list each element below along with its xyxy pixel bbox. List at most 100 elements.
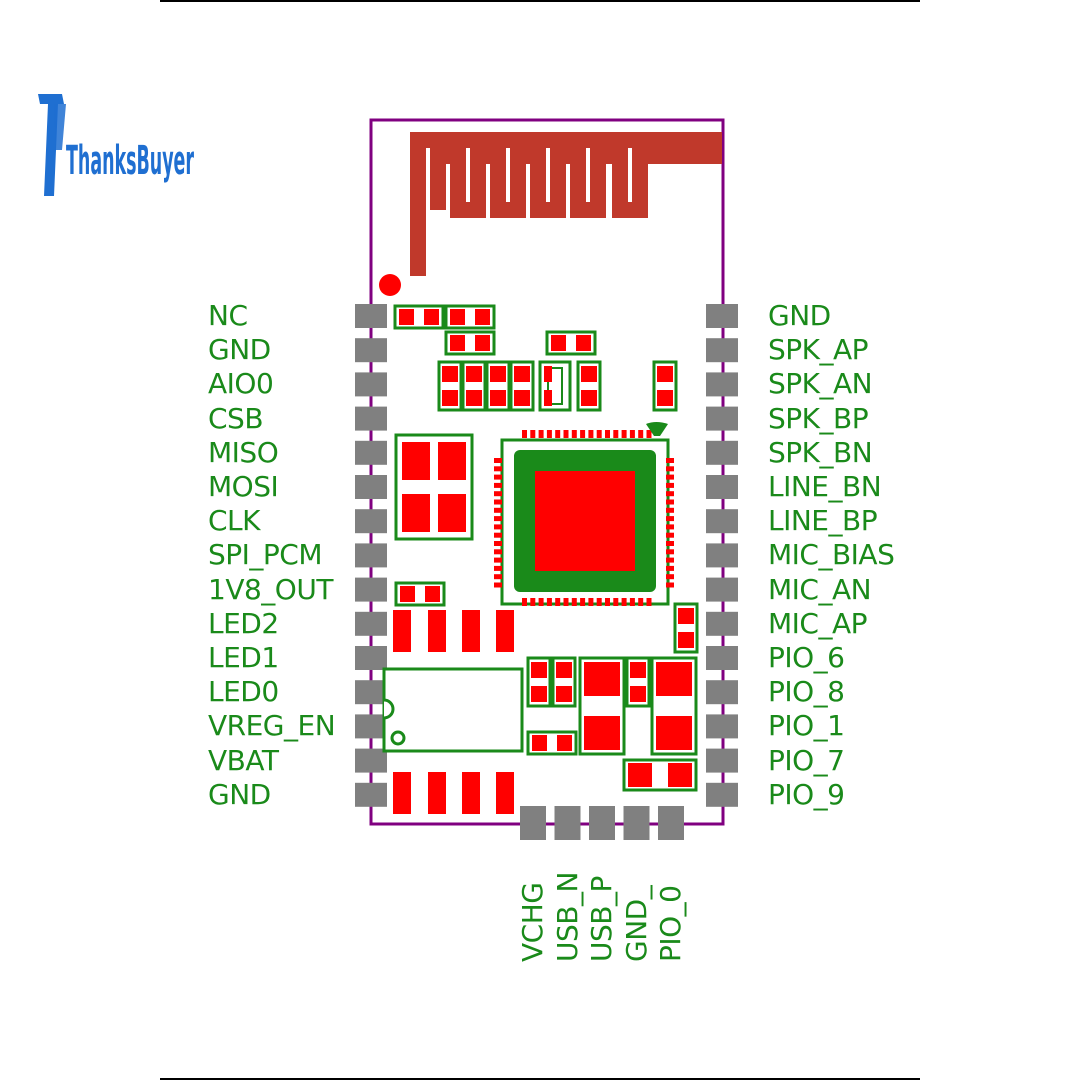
- left-pad: [355, 304, 387, 328]
- bottom-pad: [520, 806, 546, 840]
- left-pad-row: [355, 304, 387, 807]
- chip-pin: [596, 598, 602, 606]
- left-pin-label: GND: [208, 333, 271, 367]
- chip-pin: [494, 582, 502, 588]
- bottom-pad: [623, 806, 650, 840]
- chip-pin: [638, 430, 644, 438]
- left-pin-label: NC: [208, 299, 248, 332]
- left-pad: [355, 680, 387, 705]
- bottom-pad-row: [520, 806, 684, 840]
- chip-pin: [538, 430, 544, 438]
- left-pad: [355, 440, 387, 465]
- right-pin-label: SPK_BP: [768, 401, 869, 435]
- passive-components: [382, 304, 699, 814]
- left-pin-label: GND: [208, 777, 271, 811]
- module-outline: [369, 118, 725, 826]
- bottom-pin-label: USB_P: [585, 876, 618, 962]
- chip-pin: [494, 474, 502, 480]
- chip-pin: [621, 598, 627, 606]
- left-pin-label: 1V8_OUT: [208, 572, 333, 606]
- chip-pin: [613, 430, 619, 438]
- chip-pin: [666, 541, 674, 546]
- right-pin-label: MIC_BIAS: [768, 538, 895, 572]
- chip-pin: [522, 430, 527, 438]
- left-pad: [355, 338, 387, 363]
- right-pin-label: LINE_BP: [768, 504, 878, 538]
- chip-pin: [666, 574, 674, 580]
- right-pad: [706, 509, 738, 534]
- right-pin-label: SPK_AP: [768, 333, 869, 367]
- right-pin-label: PIO_6: [768, 641, 845, 674]
- left-pad: [355, 714, 387, 739]
- chip-pin: [629, 430, 635, 438]
- chip-pin: [666, 532, 674, 538]
- bottom-pad: [589, 806, 615, 840]
- chip-pin: [494, 532, 502, 538]
- top-rule: [160, 0, 920, 2]
- right-pin-label: MIC_AN: [768, 572, 872, 606]
- chip-pin: [494, 499, 502, 505]
- left-pad: [355, 748, 387, 773]
- chip-pin: [666, 524, 674, 530]
- svg-text:ThanksBuyer: ThanksBuyer: [66, 138, 194, 184]
- right-pad: [706, 748, 738, 773]
- chip-pin: [666, 458, 674, 463]
- chip-pin: [494, 574, 502, 580]
- right-pin-label: SPK_AN: [768, 367, 873, 401]
- chip-pin: [666, 466, 674, 472]
- left-pin-label: MOSI: [208, 470, 279, 503]
- bottom-pin-label: USB_N: [550, 872, 584, 962]
- right-pad: [706, 714, 738, 739]
- chip-pin: [494, 491, 502, 497]
- thanksbuyer-logo: ThanksBuyer: [38, 94, 194, 196]
- right-pad: [706, 611, 738, 636]
- chip-pin: [563, 598, 569, 606]
- left-pad: [355, 782, 387, 807]
- right-pin-label: PIO_9: [768, 777, 845, 811]
- right-pad: [706, 646, 738, 670]
- right-pin-label: PIO_1: [768, 709, 845, 743]
- left-pad: [355, 611, 387, 636]
- chip-pin: [522, 598, 527, 606]
- chip-pin: [580, 598, 586, 606]
- right-pad: [706, 577, 738, 602]
- chip-pin: [571, 430, 577, 438]
- right-pad: [706, 475, 738, 499]
- chip-pin: [646, 598, 652, 606]
- right-pad: [706, 543, 738, 568]
- right-pad: [706, 680, 738, 705]
- chip-pin: [530, 598, 536, 606]
- chip-pin: [613, 598, 619, 606]
- right-pin-label: GND: [768, 299, 831, 332]
- pin1-marker: [379, 274, 401, 296]
- left-pin-label: LED2: [208, 606, 279, 640]
- chip-pin: [588, 598, 594, 606]
- left-pin-label: MISO: [208, 435, 279, 469]
- bottom-pin-label: GND_: [619, 885, 653, 962]
- chip-pin: [666, 549, 674, 555]
- chip-pin: [666, 565, 674, 571]
- left-pad: [355, 406, 387, 431]
- chip-pin: [666, 499, 674, 505]
- right-pin-label: PIO_7: [768, 743, 845, 777]
- right-pad: [706, 304, 738, 328]
- left-pad: [355, 509, 387, 534]
- chip-pin: [571, 598, 577, 606]
- right-pin-label: MIC_AP: [768, 606, 868, 640]
- left-pin-label: VBAT: [208, 743, 279, 777]
- left-pad: [355, 543, 387, 568]
- left-pad: [355, 646, 387, 670]
- chip-pin: [666, 582, 674, 588]
- chip-pin: [494, 557, 502, 563]
- left-pin-label: SPI_PCM: [208, 538, 323, 572]
- chip-pin: [666, 557, 674, 563]
- chip-pin: [621, 430, 627, 438]
- right-pad: [706, 782, 738, 807]
- chip-pin: [494, 541, 502, 546]
- left-pad: [355, 475, 387, 499]
- chip-pin: [546, 430, 552, 438]
- right-pad: [706, 338, 738, 363]
- left-pin-label: LED0: [208, 675, 279, 709]
- bottom-pad: [658, 806, 684, 840]
